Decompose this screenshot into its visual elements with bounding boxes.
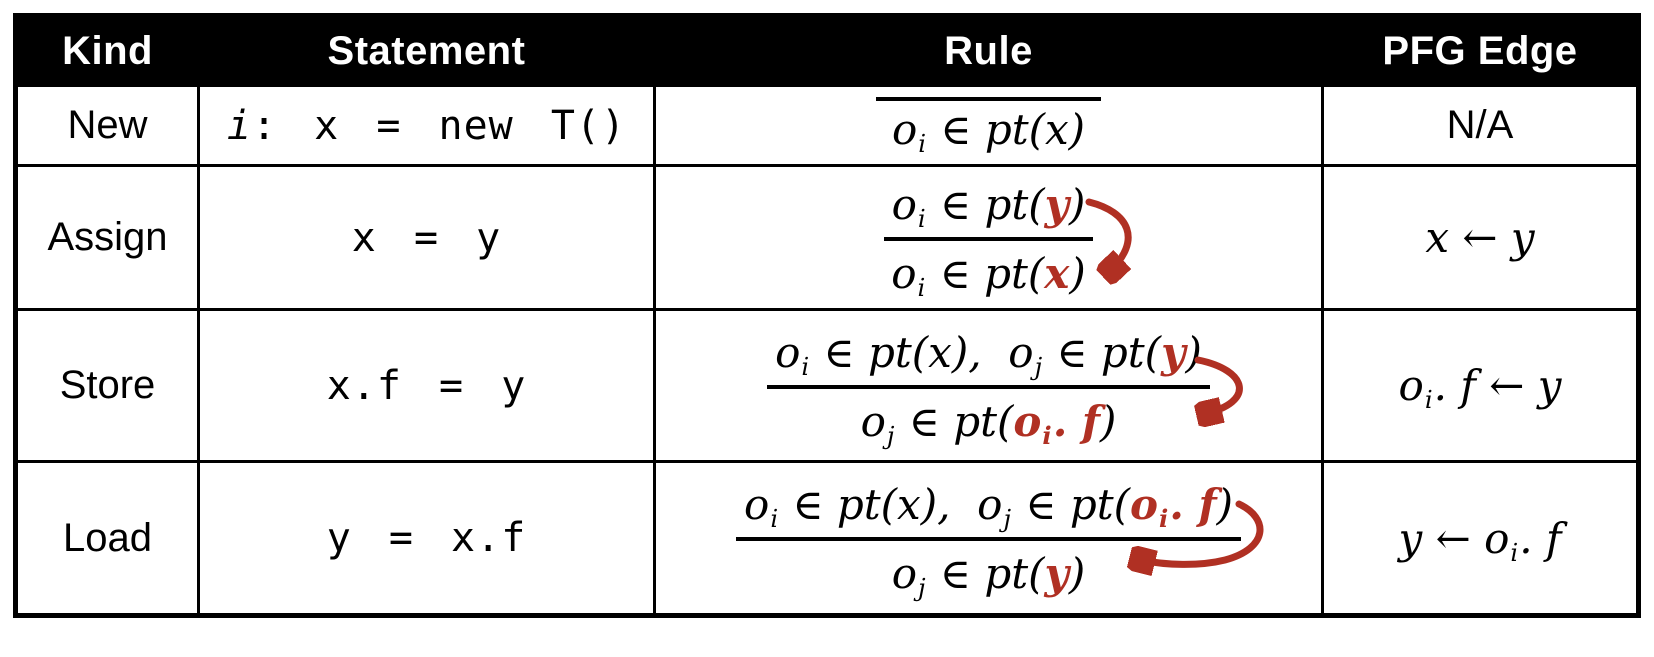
pfg-edge-value: x ← y — [1425, 213, 1535, 262]
rule-conclusion: oj ∈ pt(oi. f) — [860, 396, 1117, 450]
header-statement: Statement — [197, 14, 656, 87]
rule-cell: oi ∈ pt(x), oj ∈ pt(y) oj ∈ pt(oi. f) — [653, 308, 1324, 463]
rule-premise: oi ∈ pt(x), oj ∈ pt(oi. f) — [736, 478, 1241, 541]
red-curved-arrow-icon — [1085, 198, 1133, 286]
pfg-edge-cell: x ← y — [1321, 164, 1640, 311]
pfg-edge-value: N/A — [1446, 103, 1514, 147]
pfg-edge-cell: oi. f ← y — [1321, 308, 1640, 463]
pointer-analysis-rules-table: Kind Statement Rule PFG Edge New i: x = … — [13, 13, 1641, 618]
header-kind: Kind — [14, 14, 200, 87]
table-header-row: Kind Statement Rule PFG Edge — [14, 14, 1640, 87]
rule-cell: oi ∈ pt(y) oi ∈ pt(x) — [653, 164, 1324, 311]
statement-cell: x.f = y — [197, 308, 656, 463]
pfg-edge-value: y ← oi. f — [1398, 513, 1562, 567]
pfg-edge-value: oi. f ← y — [1398, 361, 1562, 415]
kind-cell: Assign — [14, 164, 200, 311]
rule-conclusion: oj ∈ pt(y) — [891, 549, 1086, 603]
kind-cell: Load — [14, 460, 200, 617]
header-pfg-edge: PFG Edge — [1321, 14, 1640, 87]
statement-cell: x = y — [197, 164, 656, 311]
table-row-assign: Assign x = y oi ∈ pt(y) oi ∈ pt(x) — [14, 164, 1640, 311]
inference-rule-fraction: oi ∈ pt(x), oj ∈ pt(oi. f) oj ∈ pt(y) — [736, 478, 1264, 603]
table-row-store: Store x.f = y oi ∈ pt(x), oj ∈ pt(y) oj … — [14, 308, 1640, 463]
statement-cell: y = x.f — [197, 460, 656, 617]
rule-cell: oi ∈ pt(x) — [653, 84, 1324, 167]
kind-cell: New — [14, 84, 200, 167]
statement-cell: i: x = new T() — [197, 84, 656, 167]
rule-premise: oi ∈ pt(y) — [883, 178, 1094, 241]
rule-axiom-conclusion: oi ∈ pt(x) — [875, 97, 1102, 156]
kind-cell: Store — [14, 308, 200, 463]
pfg-edge-cell: N/A — [1321, 84, 1640, 167]
table-row-new: New i: x = new T() oi ∈ pt(x) N/A — [14, 84, 1640, 167]
rule-cell: oi ∈ pt(x), oj ∈ pt(oi. f) oj ∈ pt(y) — [653, 460, 1324, 617]
rule-conclusion: oi ∈ pt(x) — [891, 248, 1086, 302]
header-rule: Rule — [653, 14, 1324, 87]
pfg-edge-cell: y ← oi. f — [1321, 460, 1640, 617]
inference-rule-fraction: oi ∈ pt(x), oj ∈ pt(y) oj ∈ pt(oi. f) — [767, 326, 1243, 450]
inference-rule-fraction: oi ∈ pt(y) oi ∈ pt(x) — [883, 178, 1133, 302]
rule-premise: oi ∈ pt(x), oj ∈ pt(y) — [767, 326, 1210, 389]
table-row-load: Load y = x.f oi ∈ pt(x), oj ∈ pt(oi. f) … — [14, 460, 1640, 617]
